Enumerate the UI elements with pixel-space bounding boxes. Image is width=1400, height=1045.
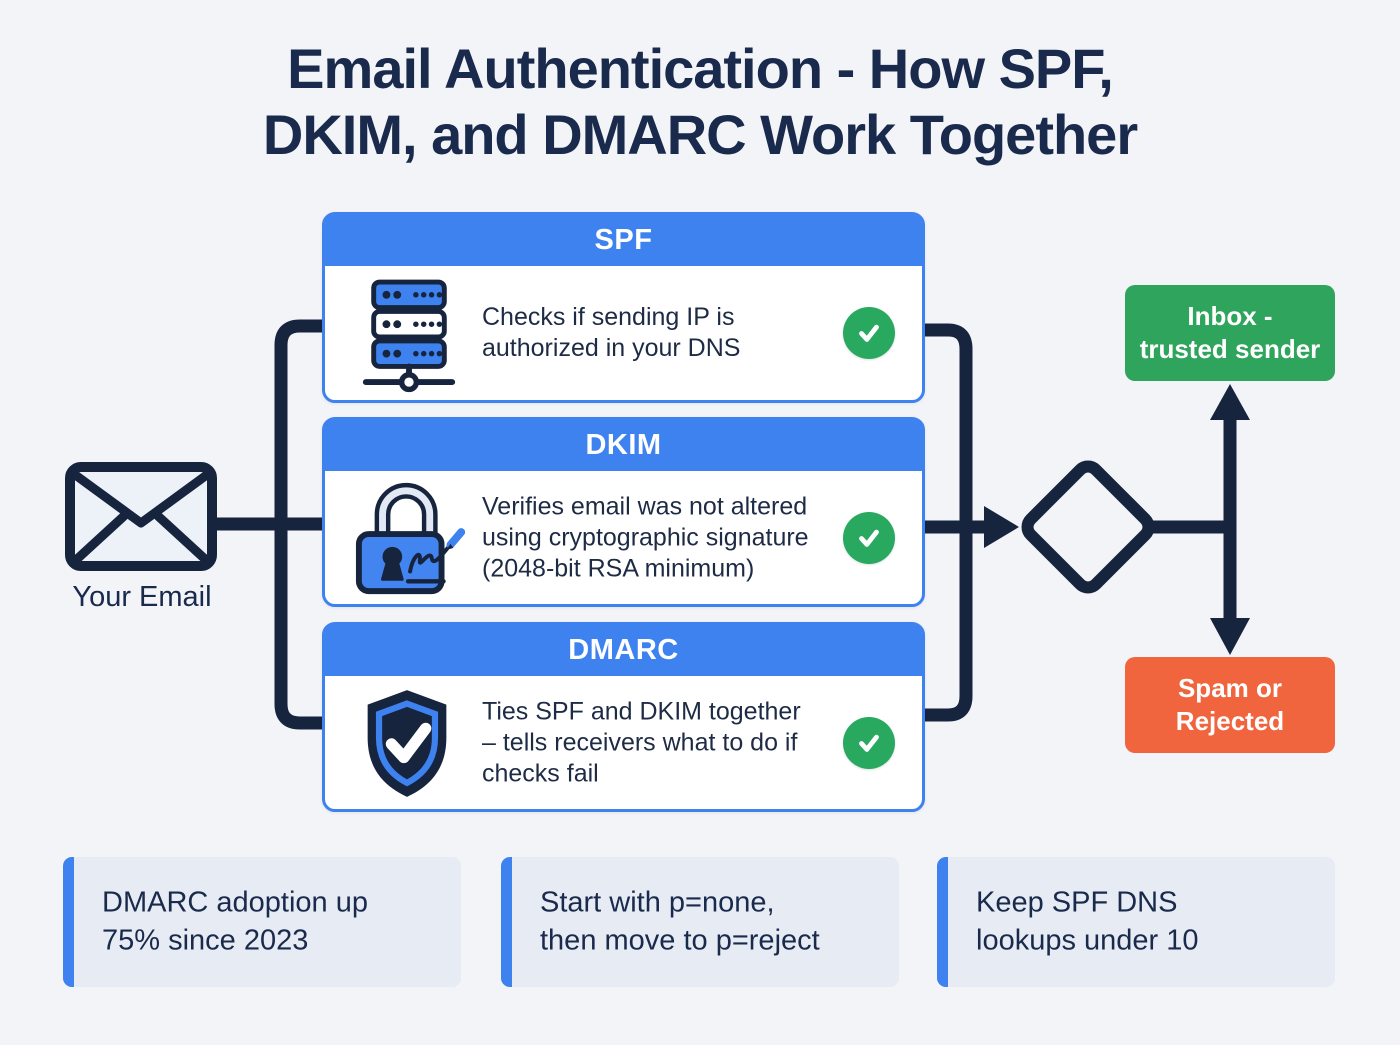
tip-spf-lookups: Keep SPF DNS lookups under 10 (937, 857, 1335, 987)
check-icon (843, 307, 895, 359)
decision-diamond-icon (1021, 460, 1155, 594)
tip-accent-bar (501, 857, 512, 987)
check-icon (843, 716, 895, 769)
card-spf: SPF (322, 212, 925, 403)
card-dkim-header: DKIM (325, 420, 922, 471)
tip-accent-bar (937, 857, 948, 987)
card-dmarc-description: Ties SPF and DKIM together – tells recei… (482, 697, 801, 787)
decision-arrowhead (984, 506, 1019, 548)
email-envelope-icon (65, 462, 217, 571)
page-title: Email Authentication - How SPF, DKIM, an… (262, 37, 1138, 166)
card-dmarc-header: DMARC (325, 625, 922, 676)
lock-signature-icon (355, 482, 466, 595)
tip-text: DMARC adoption up 75% since 2023 (102, 886, 368, 956)
tip-dmarc-adoption: DMARC adoption up 75% since 2023 (63, 857, 461, 987)
check-icon (843, 511, 895, 564)
card-dkim: DKIM Verifies email was not altered usin… (322, 417, 925, 607)
tip-text: Keep SPF DNS lookups under 10 (976, 886, 1199, 956)
fail-arrowhead (1210, 618, 1250, 655)
tip-policy-progression: Start with p=none, then move to p=reject (501, 857, 899, 987)
shield-check-icon (367, 690, 447, 797)
card-dkim-description: Verifies email was not altered using cry… (482, 492, 809, 582)
card-spf-description: Checks if sending IP is authorized in yo… (482, 303, 741, 362)
card-dmarc: DMARC Ties SPF and DKIM together – tells… (322, 622, 925, 812)
right-connector (918, 323, 973, 722)
card-dkim-body: Verifies email was not altered using cry… (325, 471, 922, 604)
pass-arrowhead (1210, 384, 1250, 420)
source-email-label: Your Email (72, 581, 212, 613)
outcome-inbox-box: Inbox - trusted sender (1125, 285, 1335, 381)
card-spf-header: SPF (325, 215, 922, 266)
left-connector (274, 319, 329, 730)
tip-accent-bar (63, 857, 74, 987)
tip-text: Start with p=none, then move to p=reject (540, 886, 820, 956)
server-icon (362, 279, 456, 393)
card-spf-body: Checks if sending IP is authorized in yo… (325, 266, 922, 400)
card-dmarc-body: Ties SPF and DKIM together – tells recei… (325, 676, 922, 809)
outcome-spam-box: Spam or Rejected (1125, 657, 1335, 753)
